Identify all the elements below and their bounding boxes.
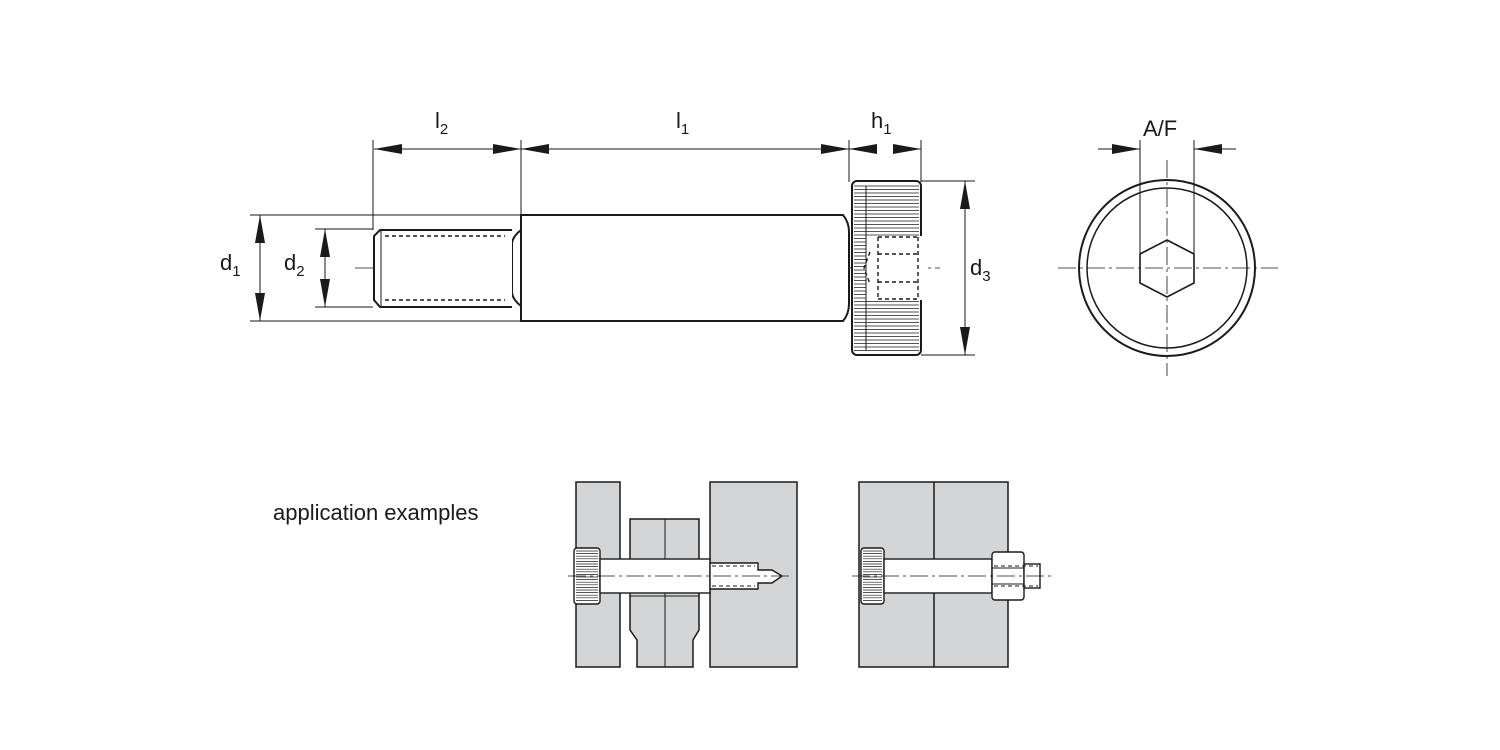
dim-label-d3: d3 bbox=[970, 255, 991, 285]
application-example-2 bbox=[852, 481, 1052, 668]
knurled-head bbox=[851, 180, 928, 356]
dim-label-l2: l2 bbox=[435, 108, 448, 138]
end-view: A/F bbox=[1058, 116, 1278, 376]
dim-label-d1: d1 bbox=[220, 250, 241, 280]
application-examples-caption: application examples bbox=[273, 500, 478, 525]
dim-label-l1: l1 bbox=[676, 108, 689, 138]
dim-label-af: A/F bbox=[1143, 116, 1177, 141]
knurl-pattern bbox=[863, 550, 882, 601]
dimension-lines bbox=[255, 144, 970, 355]
dim-label-d2: d2 bbox=[284, 250, 305, 280]
side-view: l2 l1 h1 d1 d2 d3 bbox=[220, 108, 991, 356]
application-example-1 bbox=[568, 481, 798, 668]
threaded-end bbox=[373, 215, 522, 321]
knurl-pattern bbox=[576, 550, 598, 601]
dim-label-h1: h1 bbox=[871, 108, 892, 138]
shank bbox=[520, 214, 850, 322]
